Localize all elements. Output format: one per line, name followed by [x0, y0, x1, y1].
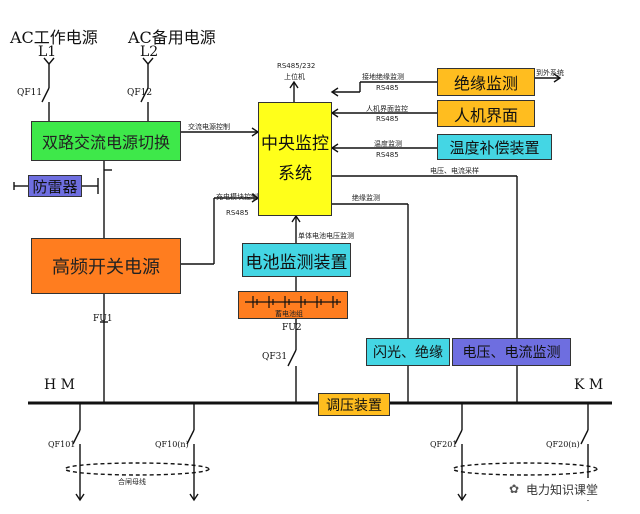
temp-compensation-box: 温度补偿装置 — [437, 134, 552, 160]
to-system-label: 到外系统 — [536, 69, 564, 77]
battery-pack-box: 蓄电池组 — [238, 291, 348, 319]
wechat-icon: ✿ — [508, 482, 520, 496]
rs485-232-top-label: RS485/232 — [277, 62, 316, 70]
voltage-current-monitor-box: 电压、电流监测 — [452, 338, 571, 366]
temp-monitor-label: 温度监测 — [374, 140, 402, 148]
watermark: ✿ 电力知识课堂 — [506, 478, 628, 500]
dual-ac-switch-box: 双路交流电源切换 — [31, 121, 181, 161]
closing-bus-label: 合闸母线 — [118, 478, 146, 486]
l1-label: L1 — [38, 44, 57, 60]
hmi-box: 人机界面 — [437, 100, 535, 127]
central-monitor-line2: 系统 — [278, 164, 312, 184]
vi-sample-label: 电压、电流采样 — [430, 167, 479, 175]
hm-bus-label: H M — [44, 377, 75, 393]
voltage-regulator-box: 调压装置 — [318, 393, 390, 416]
fu2-label: FU2 — [282, 323, 302, 333]
central-monitor-box: 中央监控 系统 — [258, 102, 332, 216]
bus-insulation-label: 接地绝缘监测 — [362, 73, 404, 81]
fu1-label: FU1 — [93, 314, 113, 324]
rs485-b-label: RS485 — [376, 115, 399, 123]
hf-switch-power-box: 高频开关电源 — [31, 238, 181, 294]
cell-voltage-label: 单体电池电压监测 — [298, 232, 354, 240]
ac-work-power-label: AC工作电源 — [10, 28, 98, 47]
qf201-label: QF201 — [430, 440, 458, 449]
battery-monitor-box: 电池监测装置 — [242, 243, 351, 277]
flash-insulation-box: 闪光、绝缘 — [366, 338, 450, 366]
km-bus-label: K M — [574, 377, 604, 393]
battery-pack-label: 蓄电池组 — [275, 310, 303, 318]
surge-protector-box: 防雷器 — [28, 175, 82, 197]
rs485-charge-label: RS485 — [226, 209, 249, 217]
rs485-c-label: RS485 — [376, 151, 399, 159]
qf10n-label: QF10(n) — [155, 440, 189, 449]
battery-cells-icon — [245, 296, 341, 308]
qf12-label: QF12 — [127, 88, 153, 98]
watermark-text: 电力知识课堂 — [526, 482, 599, 497]
qf20n-label: QF20(n) — [546, 440, 580, 449]
charge-module-control-label: 充电模块控制 — [216, 193, 258, 201]
qf101-label: QF101 — [48, 440, 76, 449]
ac-backup-power-label: AC备用电源 — [128, 28, 216, 47]
rs485-a-label: RS485 — [376, 84, 399, 92]
insulation-monitor-label: 绝缘监测 — [352, 194, 380, 202]
qf31-label: QF31 — [262, 352, 288, 362]
l2-label: L2 — [140, 44, 159, 60]
central-monitor-line1: 中央监控 — [261, 134, 329, 154]
ac-power-control-label: 交流电源控制 — [188, 123, 230, 131]
upper-pc-label: 上位机 — [284, 73, 305, 81]
insulation-monitor-box: 绝缘监测 — [437, 68, 535, 96]
hmi-display-label: 人机界面监控 — [366, 105, 408, 113]
qf11-label: QF11 — [17, 88, 43, 98]
